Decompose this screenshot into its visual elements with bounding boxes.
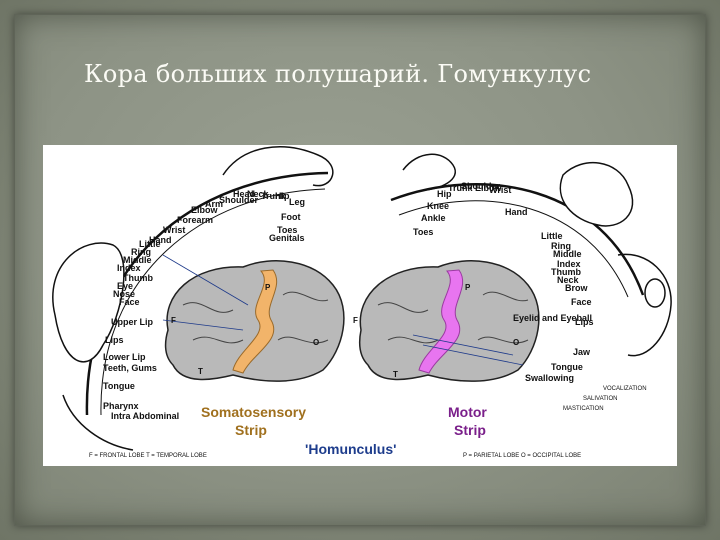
- sensory-label-forearm: Forearm: [177, 215, 213, 225]
- sensory-label-index: Index: [117, 263, 141, 273]
- sensory-label-lower-lip: Lower Lip: [103, 352, 146, 362]
- sensory-label-elbow: Elbow: [191, 205, 218, 215]
- sensory-label-arm: Arm: [205, 199, 223, 209]
- sensory-label-genitals: Genitals: [269, 233, 305, 243]
- motor-label-tongue: Tongue: [551, 362, 583, 372]
- caption-motor: Motor: [448, 404, 487, 420]
- motor-label-knee: Knee: [427, 201, 449, 211]
- sensory-label-toes: Toes: [277, 225, 297, 235]
- sensory-label-teeth-gums: Teeth, Gums: [103, 363, 157, 373]
- sensory-label-lips: Lips: [105, 335, 124, 345]
- motor-label-trunk: Trunk: [448, 183, 473, 193]
- motor-label-lips: Lips: [575, 317, 594, 327]
- sensory-labels: Genitals Toes Foot Leg Hip Trunk Neck He…: [103, 189, 305, 421]
- homunculus-figure: Genitals Toes Foot Leg Hip Trunk Neck He…: [43, 145, 677, 466]
- caption-somatosensory: Somatosensory: [201, 404, 306, 420]
- left-lobe-t: T: [198, 367, 203, 376]
- pointer-lines: [162, 254, 524, 366]
- motor-label-middle: Middle: [553, 249, 582, 259]
- sensory-label-tongue: Tongue: [103, 381, 135, 391]
- sensory-label-nose: Nose: [113, 289, 135, 299]
- legend-right: P = PARIETAL LOBE O = OCCIPITAL LOBE: [463, 453, 581, 459]
- sensory-label-hip: Hip: [275, 191, 290, 201]
- motor-label-brow: Brow: [565, 283, 588, 293]
- sensory-label-face: Face: [119, 297, 140, 307]
- sensory-label-little: Little: [139, 239, 161, 249]
- motor-label-elbow: Elbow: [475, 183, 502, 193]
- sensory-label-trunk: Trunk: [261, 191, 286, 201]
- sensory-label-pharynx: Pharynx: [103, 401, 139, 411]
- motor-label-toes: Toes: [413, 227, 433, 237]
- right-lobe-o: O: [513, 338, 519, 347]
- left-lobe-o: O: [313, 338, 319, 347]
- motor-label-swallowing: Swallowing: [525, 373, 574, 383]
- motor-label-ankle: Ankle: [421, 213, 446, 223]
- lobe-letters: P F O T P F O T: [171, 283, 519, 379]
- motor-label-eyelid-eyeball: Eyelid and Eyeball: [513, 313, 592, 323]
- sensory-label-middle: Middle: [123, 255, 152, 265]
- sensory-label-thumb: Thumb: [123, 273, 153, 283]
- caption-somatosensory-strip: Strip: [235, 422, 267, 438]
- left-lobe-f: F: [171, 316, 176, 325]
- homunculus-diagram: Genitals Toes Foot Leg Hip Trunk Neck He…: [52, 146, 672, 459]
- motor-label-index: Index: [557, 259, 581, 269]
- motor-label-jaw: Jaw: [573, 347, 591, 357]
- motor-label-wrist: Wrist: [489, 185, 511, 195]
- captions: Somatosensory Strip Motor Strip 'Homuncu…: [201, 404, 487, 457]
- motor-label-hand: Hand: [505, 207, 528, 217]
- right-lobe-t: T: [393, 370, 398, 379]
- motor-label-vocalization: VOCALIZATION: [603, 386, 647, 392]
- motor-label-hip: Hip: [437, 189, 452, 199]
- legend-left: F = FRONTAL LOBE T = TEMPORAL LOBE: [89, 453, 207, 459]
- sensory-label-ring: Ring: [131, 247, 151, 257]
- motor-labels: Toes Ankle Knee Hip Trunk Shoulder Elbow…: [413, 181, 647, 412]
- motor-label-shoulder: Shoulder: [461, 181, 500, 191]
- sensory-label-head: Head: [233, 189, 255, 199]
- motor-label-salivation: SALIVATION: [583, 396, 617, 402]
- caption-homunculus: 'Homunculus': [305, 441, 396, 457]
- motor-arc: [390, 153, 672, 357]
- right-lobe-p: P: [465, 283, 471, 292]
- sensory-arc: [52, 146, 334, 451]
- left-lobe-p: P: [265, 283, 271, 292]
- sensory-label-leg: Leg: [289, 197, 305, 207]
- motor-label-little: Little: [541, 231, 563, 241]
- motor-label-ring: Ring: [551, 241, 571, 251]
- sensory-label-eye: Eye: [117, 281, 133, 291]
- sensory-label-foot: Foot: [281, 212, 301, 222]
- motor-label-mastication: MASTICATION: [563, 406, 604, 412]
- sensory-label-hand: Hand: [149, 235, 172, 245]
- right-lobe-f: F: [353, 316, 358, 325]
- sensory-label-neck: Neck: [247, 189, 270, 199]
- sensory-label-wrist: Wrist: [163, 225, 185, 235]
- slide-title: Кора больших полушарий. Гомункулус: [84, 60, 592, 88]
- left-brain: [164, 260, 345, 382]
- sensory-label-shoulder: Shoulder: [219, 195, 258, 205]
- motor-label-face: Face: [571, 297, 592, 307]
- caption-motor-strip: Strip: [454, 422, 486, 438]
- sensory-label-upper-lip: Upper Lip: [111, 317, 154, 327]
- sensory-label-intra-abdominal: Intra Abdominal: [111, 411, 179, 421]
- motor-label-neck: Neck: [557, 275, 580, 285]
- motor-label-thumb: Thumb: [551, 267, 581, 277]
